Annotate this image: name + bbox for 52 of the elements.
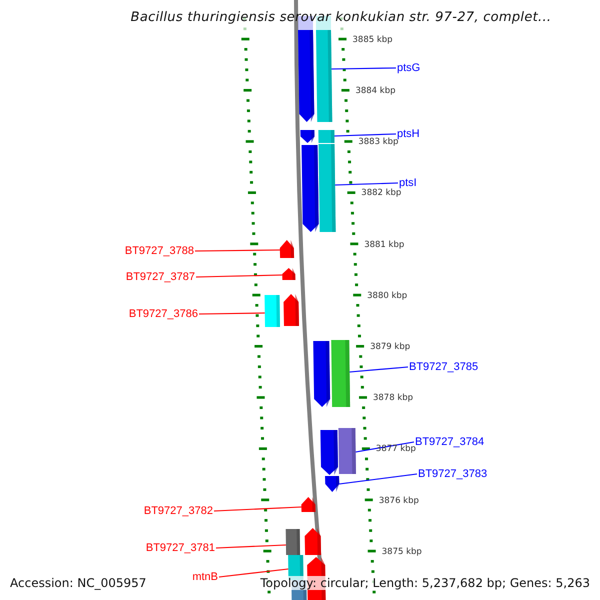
leader-line <box>332 67 396 70</box>
scale-label: 3882 kbp <box>361 189 402 198</box>
gene-label: BT9727_3784 <box>415 436 484 448</box>
scale-label: 3884 kbp <box>355 86 396 96</box>
gene-bar <box>286 529 300 555</box>
scale-label: 3881 kbp <box>364 240 404 250</box>
gene-label: BT9727_3782 <box>144 506 213 516</box>
gene-bar <box>318 130 335 143</box>
leader-line <box>339 473 418 485</box>
leader-line <box>334 133 396 137</box>
gene-bar <box>264 295 280 327</box>
gene-block <box>282 268 296 280</box>
gene-block <box>300 130 315 143</box>
gene-label: ptsG <box>397 62 420 74</box>
gene-label: ptsI <box>399 178 417 188</box>
leader-line <box>335 182 398 186</box>
leader-line <box>199 312 265 315</box>
scale-label: 3885 kbp <box>352 36 393 44</box>
gene-block <box>313 341 330 407</box>
scale-label: 3883 kbp <box>358 138 398 147</box>
gene-block <box>301 497 316 512</box>
title: Bacillus thuringiensis serovar konkukian str. 97-27, complet... <box>130 10 552 24</box>
gene-block <box>284 294 299 326</box>
gene-block <box>325 476 340 492</box>
leader-line <box>214 506 302 512</box>
gene-label: ptsH <box>397 128 420 140</box>
leader-line <box>218 568 288 578</box>
gene-label: BT9727_3788 <box>124 246 194 256</box>
scale-label: 3877 kbp <box>376 445 416 454</box>
genome-info-text: Topology: circular; Length: 5,237,682 bp; Genes: 5,263 <box>260 576 590 590</box>
scale-label: 3876 kbp <box>378 496 419 506</box>
leader-line <box>196 274 282 278</box>
gene-label: BT9727_3781 <box>146 542 215 554</box>
scale-label: 3880 kbp <box>367 292 408 300</box>
scale-label: 3879 kbp <box>370 342 410 352</box>
gene-bar <box>338 428 356 474</box>
gene-label: BT9727_3785 <box>409 362 478 372</box>
gene-label: mtnB <box>192 572 218 582</box>
accession-text: Accession: NC_005957 <box>10 576 146 590</box>
scale-label: 3875 kbp <box>382 548 422 556</box>
scale-label: 3878 kbp <box>372 394 414 403</box>
gene-label: BT9727_3783 <box>418 468 488 480</box>
gene-block <box>304 528 322 555</box>
gene-block <box>280 240 294 258</box>
gene-label: BT9727_3787 <box>126 272 195 282</box>
leader-line <box>216 544 286 549</box>
leader-line <box>195 249 280 252</box>
gene-bar <box>318 144 336 232</box>
gene-label: BT9727_3786 <box>128 308 198 320</box>
gene-bar <box>331 340 350 407</box>
leader-line <box>356 441 414 453</box>
gene-block <box>302 145 319 232</box>
